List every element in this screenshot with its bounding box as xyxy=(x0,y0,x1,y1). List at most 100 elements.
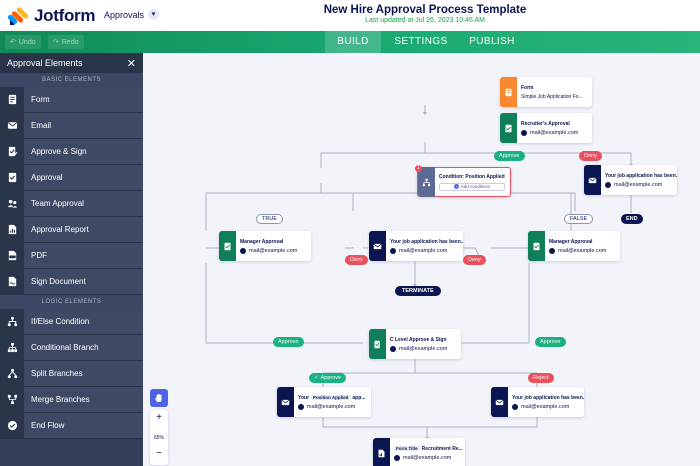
sidebar-item-approval[interactable]: Approval xyxy=(0,165,143,191)
assignee-email: mail@example.com xyxy=(403,454,452,461)
reject-label[interactable]: Reject xyxy=(528,373,554,383)
tab-settings[interactable]: SETTINGS xyxy=(394,36,448,47)
email-deny-node[interactable]: Your job application has been... mail@ex… xyxy=(584,165,677,195)
chevron-down-icon: ▾ xyxy=(148,9,160,20)
jotform-logo[interactable]: Jotform xyxy=(7,5,96,27)
assignee-avatar-icon xyxy=(390,345,396,352)
sign-document-icon xyxy=(8,276,16,287)
report-pdf-node[interactable]: Form Title Recruitment Re... mail@exampl… xyxy=(373,438,465,466)
sidebar-item-email[interactable]: Email xyxy=(0,113,143,139)
assignee-email: mail@example.com xyxy=(399,247,448,254)
redo-button[interactable]: ↷ Redo xyxy=(48,35,84,49)
last-updated: Last updated at Jul 26, 2023 10:46 AM xyxy=(365,17,485,24)
approve-sign-icon xyxy=(8,146,17,157)
sidebar-title: Approval Elements xyxy=(7,58,83,68)
sidebar-item-approval-report[interactable]: Approval Report xyxy=(0,217,143,243)
node-title: Recruiter's Approval xyxy=(521,120,570,127)
app-switcher-label: Approvals xyxy=(104,9,145,20)
basic-elements-heading: BASIC ELEMENTS xyxy=(0,73,143,87)
add-conditions-button[interactable]: +Add conditions xyxy=(439,182,505,191)
email-icon xyxy=(588,177,597,183)
sidebar-item-label: Split Branches xyxy=(31,369,83,378)
node-title: Your job application has been... xyxy=(512,394,584,401)
approve-label-left[interactable]: Approve xyxy=(273,337,304,347)
jotform-logo-icon xyxy=(7,5,30,27)
sidebar-item-sign-document[interactable]: Sign Document xyxy=(0,269,143,295)
manager-approval-right-node[interactable]: Manager Approval mail@example.com xyxy=(528,231,620,261)
node-title: Manager Approval xyxy=(549,238,593,245)
sidebar-item-label: Form xyxy=(31,95,50,104)
deny-label[interactable]: Deny xyxy=(579,151,602,161)
assignee-email: mail@example.com xyxy=(530,129,579,136)
sidebar-item-merge-branches[interactable]: Merge Branches xyxy=(0,387,143,413)
assignee-email: mail@example.com xyxy=(614,181,663,188)
sidebar-item-conditional-branch[interactable]: Conditional Branch xyxy=(0,335,143,361)
assignee-avatar-icon xyxy=(605,181,611,188)
form-icon xyxy=(8,94,16,105)
builder-navbar: ↶ Undo ↷ Redo BUILD SETTINGS PUBLISH xyxy=(0,31,700,53)
node-title: C Level Approve & Sign xyxy=(390,336,447,343)
email-icon xyxy=(373,243,382,249)
true-label: TRUE xyxy=(256,214,283,224)
assignee-email: mail@example.com xyxy=(521,403,570,410)
conditional-branch-icon xyxy=(7,342,17,353)
sidebar-item-form[interactable]: Form xyxy=(0,87,143,113)
assignee-avatar-icon xyxy=(512,403,518,410)
field-chip: Position Applied xyxy=(311,395,351,400)
sidebar-item-team-approval[interactable]: Team Approval xyxy=(0,191,143,217)
email-icon xyxy=(7,122,17,129)
email-mid-node[interactable]: Your job application has been... mail@ex… xyxy=(369,231,463,261)
form-node[interactable]: Form Simple Job Application Fo... xyxy=(500,77,592,107)
deny-label-right[interactable]: Deny xyxy=(463,255,486,265)
undo-icon: ↶ xyxy=(10,39,16,46)
deny-label-left[interactable]: Deny xyxy=(345,255,368,265)
sidebar-item-split-branches[interactable]: Split Branches xyxy=(0,361,143,387)
close-icon[interactable]: ✕ xyxy=(126,57,136,70)
end-node[interactable]: END xyxy=(621,214,643,224)
approval-icon xyxy=(533,242,540,250)
sidebar-item-label: If/Else Condition xyxy=(31,317,90,326)
redo-label: Redo xyxy=(61,38,79,46)
approve-label[interactable]: Approve xyxy=(494,151,525,161)
email-rejected-node[interactable]: Your job application has been... mail@ex… xyxy=(491,387,584,417)
clevel-approve-sign-node[interactable]: C Level Approve & Sign mail@example.com xyxy=(369,329,461,359)
email-approved-node[interactable]: Your Position Applied app... mail@exampl… xyxy=(277,387,371,417)
thumbs-up-icon: ✓ xyxy=(314,375,319,381)
email-icon xyxy=(281,399,290,405)
pan-hand-button[interactable] xyxy=(150,389,168,407)
approve-label-right[interactable]: Approve xyxy=(535,337,566,347)
node-title: Form xyxy=(521,84,534,91)
brand-name: Jotform xyxy=(34,6,96,25)
app-switcher[interactable]: Approvals ▾ xyxy=(104,9,160,20)
tab-build[interactable]: BUILD xyxy=(325,31,381,53)
condition-node[interactable]: 1 Condition: Position Applied +Add condi… xyxy=(415,165,511,197)
approve-label-text: Approve xyxy=(320,375,342,381)
title-area: New Hire Approval Process Template Last … xyxy=(300,4,550,24)
approval-icon xyxy=(505,124,512,132)
flow-canvas[interactable]: Form Simple Job Application Fo... Recrui… xyxy=(143,53,700,466)
tab-publish[interactable]: PUBLISH xyxy=(469,36,515,47)
top-header: Jotform Approvals ▾ New Hire Approval Pr… xyxy=(0,0,700,31)
approve-label-bottom[interactable]: ✓ Approve xyxy=(309,373,347,383)
sidebar-item-pdf[interactable]: PDF xyxy=(0,243,143,269)
if-else-icon xyxy=(422,178,431,186)
email-icon xyxy=(495,399,504,405)
approval-report-icon xyxy=(378,449,385,457)
undo-button[interactable]: ↶ Undo xyxy=(5,35,41,49)
sidebar-item-approve-sign[interactable]: Approve & Sign xyxy=(0,139,143,165)
sidebar-header: Approval Elements ✕ xyxy=(0,53,143,73)
sidebar-item-label: Email xyxy=(31,121,52,130)
zoom-out-button[interactable]: − xyxy=(156,448,162,459)
terminate-node[interactable]: TERMINATE xyxy=(395,286,441,296)
zoom-in-button[interactable]: + xyxy=(156,412,162,423)
assignee-email: mail@example.com xyxy=(558,247,607,254)
split-branches-icon xyxy=(7,368,17,379)
sidebar-item-label: Conditional Branch xyxy=(31,343,99,352)
assignee-avatar-icon xyxy=(521,129,527,136)
recruiter-approval-node[interactable]: Recruiter's Approval mail@example.com xyxy=(500,113,592,143)
warning-badge: 1 xyxy=(415,165,422,172)
sidebar-item-if-else[interactable]: If/Else Condition xyxy=(0,309,143,335)
manager-approval-left-node[interactable]: Manager Approval mail@example.com xyxy=(219,231,311,261)
false-label: FALSE xyxy=(564,214,594,224)
sidebar-item-end-flow[interactable]: End Flow xyxy=(0,413,143,439)
